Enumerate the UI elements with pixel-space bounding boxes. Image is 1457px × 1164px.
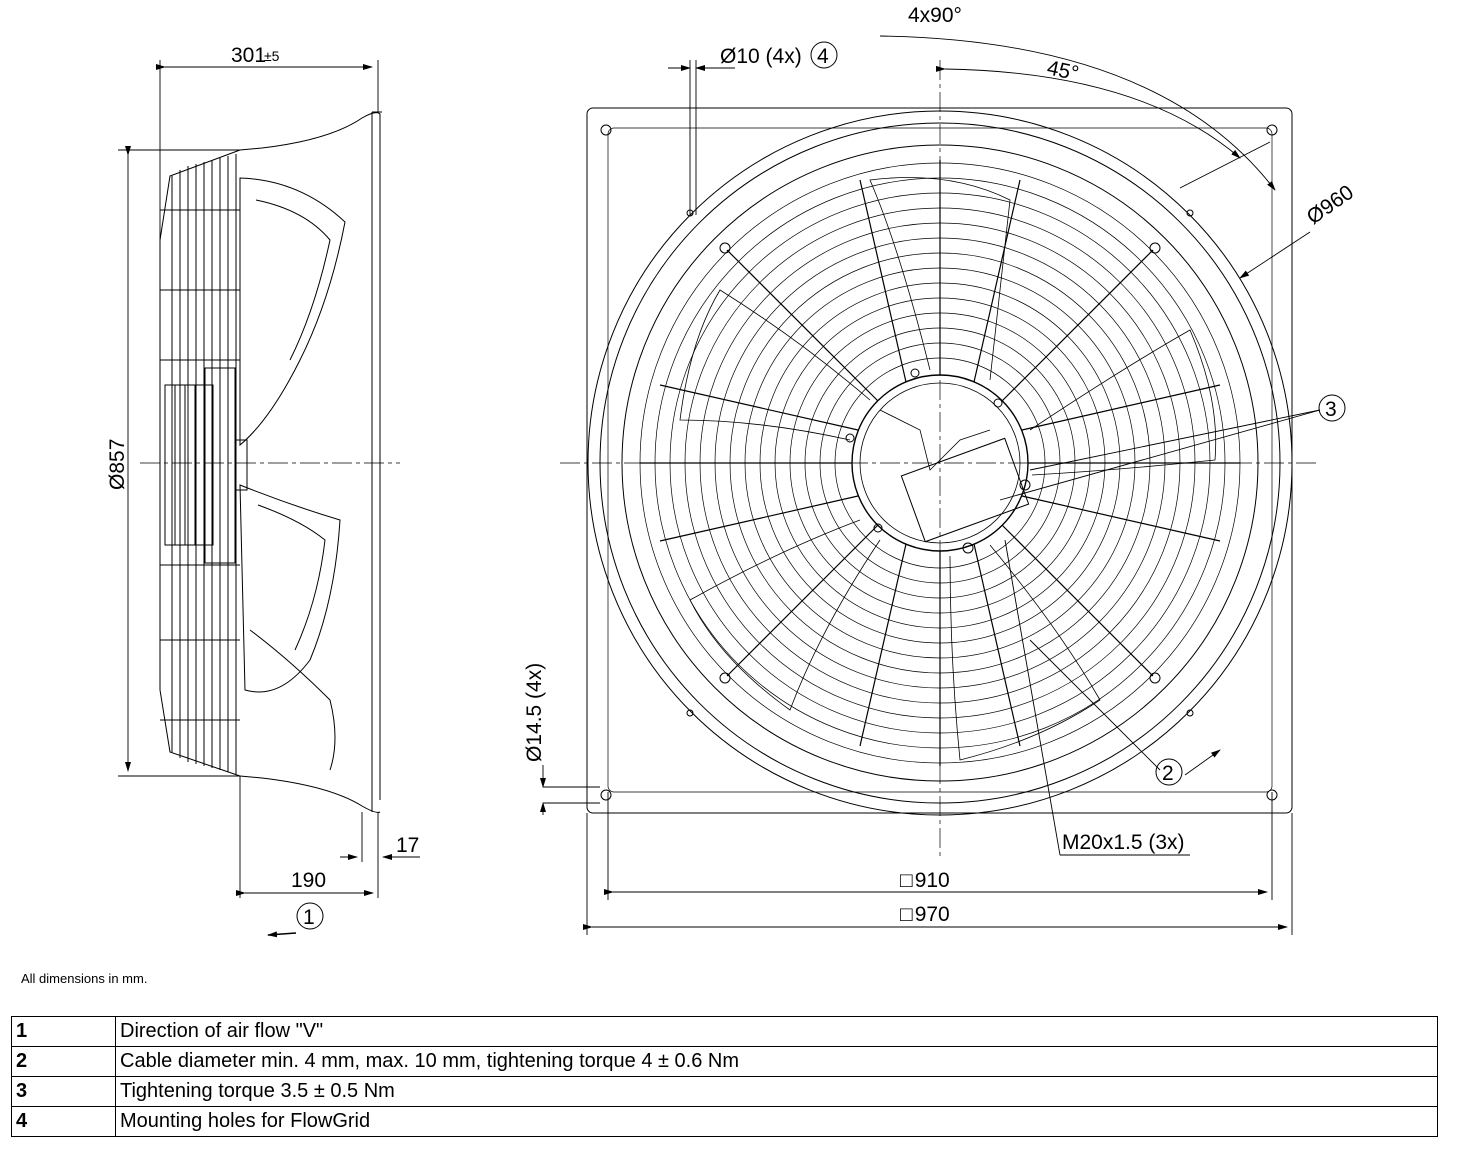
dim-10-holes-label: Ø10 (4x) (720, 45, 802, 68)
svg-text:3: 3 (1325, 398, 1337, 421)
legend-number: 1 (11, 1016, 116, 1047)
dim-857-label: Ø857 (106, 439, 129, 490)
dim-301-label: 301 (231, 44, 266, 67)
callout-1: 1 (296, 902, 324, 930)
legend-row: 3 Tightening torque 3.5 ± 0.5 Nm (11, 1076, 1438, 1107)
callout-2: 2 (1155, 758, 1183, 786)
callout-3: 3 (1318, 394, 1346, 422)
dim-301-tolerance: ±5 (264, 48, 280, 64)
legend-text: Cable diameter min. 4 mm, max. 10 mm, ti… (115, 1046, 1438, 1077)
dim-910-label: □910 (900, 869, 950, 892)
dim-190-label: 190 (291, 869, 326, 892)
thread-label: M20x1.5 (3x) (1062, 831, 1185, 854)
legend-number: 4 (11, 1106, 116, 1137)
svg-text:1: 1 (303, 906, 315, 929)
svg-text:4: 4 (817, 45, 829, 68)
legend-row: 2 Cable diameter min. 4 mm, max. 10 mm, … (11, 1046, 1438, 1077)
technical-drawing: 301 ±5 Ø857 190 17 1 (106, 4, 1358, 938)
legend-text: Mounting holes for FlowGrid (115, 1106, 1438, 1137)
dim-17-label: 17 (396, 834, 419, 857)
legend-number: 3 (11, 1076, 116, 1107)
legend-text: Direction of air flow "V" (115, 1016, 1438, 1047)
front-view (560, 60, 1320, 860)
side-dimensions (118, 60, 420, 938)
svg-text:2: 2 (1162, 762, 1174, 785)
legend-text: Tightening torque 3.5 ± 0.5 Nm (115, 1076, 1438, 1107)
legend-row: 4 Mounting holes for FlowGrid (11, 1106, 1438, 1137)
dim-4x90-label: 4x90° (908, 4, 962, 27)
dim-14-5-holes-label: Ø14.5 (4x) (523, 663, 546, 762)
dim-960-label: Ø960 (1303, 181, 1358, 229)
front-dimensions (540, 35, 1321, 935)
legend-table: 1 Direction of air flow "V" 2 Cable diam… (11, 1016, 1438, 1137)
dim-45-label: 45° (1045, 56, 1081, 85)
legend-number: 2 (11, 1046, 116, 1077)
legend-row: 1 Direction of air flow "V" (11, 1016, 1438, 1047)
side-view (140, 111, 400, 813)
dim-970-label: □970 (900, 903, 950, 926)
units-note: All dimensions in mm. (21, 971, 148, 986)
callout-4: 4 (810, 41, 838, 69)
